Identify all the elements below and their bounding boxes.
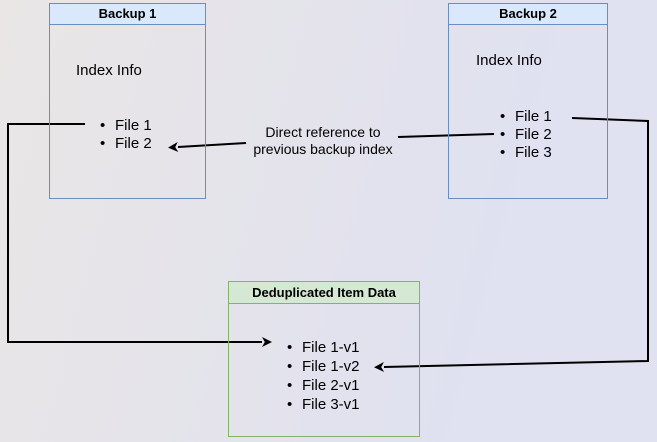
- backup1-title: Backup 1: [50, 4, 205, 25]
- list-item: File 1: [500, 108, 552, 126]
- backup2-file-list: File 1 File 2 File 3: [500, 108, 552, 162]
- list-item: File 1: [100, 117, 152, 135]
- backup2-node: Backup 2 Index Info File 1 File 2 File 3: [448, 3, 608, 199]
- backup2-index-info-label: Index Info: [476, 52, 542, 69]
- backup1-node: Backup 1 Index Info File 1 File 2: [49, 3, 206, 199]
- list-item: File 1-v2: [287, 357, 360, 376]
- list-item: File 2: [100, 135, 152, 153]
- list-item: File 1-v1: [287, 338, 360, 357]
- dedup-title: Deduplicated Item Data: [229, 282, 419, 304]
- backup2-title: Backup 2: [449, 4, 607, 25]
- deduplicated-item-data-node: Deduplicated Item Data File 1-v1 File 1-…: [228, 281, 420, 437]
- dedup-file-list: File 1-v1 File 1-v2 File 2-v1 File 3-v1: [287, 338, 360, 414]
- backup1-index-info-label: Index Info: [76, 62, 142, 79]
- list-item: File 2-v1: [287, 376, 360, 395]
- list-item: File 3-v1: [287, 395, 360, 414]
- list-item: File 3: [500, 144, 552, 162]
- direct-reference-label: Direct reference to previous backup inde…: [253, 124, 393, 157]
- backup1-file-list: File 1 File 2: [100, 117, 152, 153]
- list-item: File 2: [500, 126, 552, 144]
